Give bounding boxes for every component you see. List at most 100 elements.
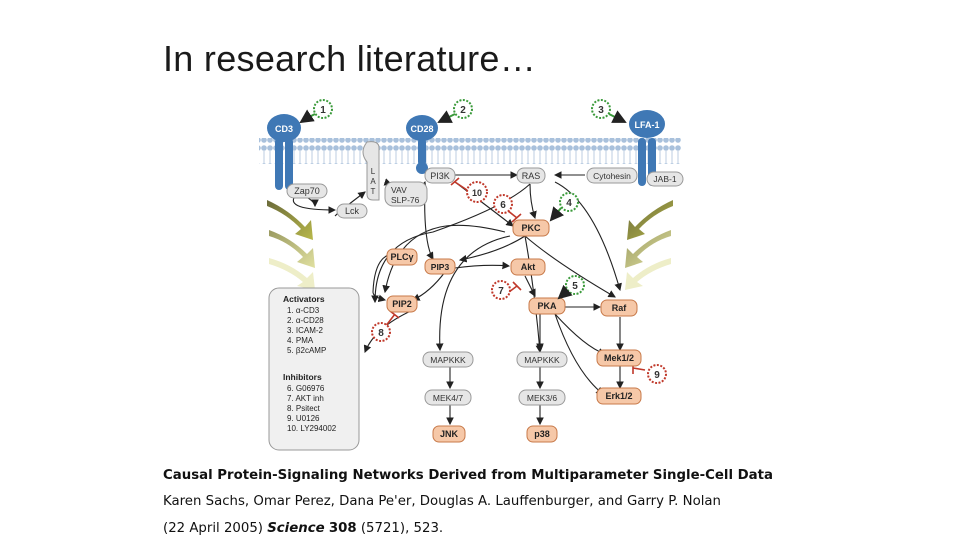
svg-text:2: 2 [460, 105, 466, 116]
svg-text:SLP-76: SLP-76 [391, 195, 420, 205]
svg-text:9. U0126: 9. U0126 [287, 414, 320, 423]
node-mek47: MEK4/7 [424, 389, 472, 406]
inhibitor-marker-10: 10 [466, 181, 488, 203]
svg-text:MEK4/7: MEK4/7 [433, 393, 464, 403]
svg-text:10. LY294002: 10. LY294002 [287, 424, 337, 433]
signaling-network-diagram: CD3 CD28 LFA-1 1 2 3 [259, 99, 684, 451]
svg-text:4: 4 [566, 198, 572, 209]
legend-inhibitors-title: Inhibitors [283, 372, 322, 382]
node-zap70: Zap70 [286, 183, 328, 199]
lfa1-label: LFA-1 [634, 120, 659, 130]
svg-text:RAS: RAS [522, 171, 541, 181]
citation-reference: (22 April 2005) Science 308 (5721), 523. [163, 521, 443, 536]
activator-marker-5: 5 [557, 275, 585, 300]
svg-text:A: A [370, 177, 376, 186]
signal-flow-arrows-left [267, 200, 315, 290]
svg-text:1. α-CD3: 1. α-CD3 [287, 306, 320, 315]
svg-text:Erk1/2: Erk1/2 [605, 391, 632, 401]
svg-text:Zap70: Zap70 [294, 186, 320, 196]
inhibitor-marker-8: 8 [371, 322, 391, 342]
svg-text:8. Psitect: 8. Psitect [287, 404, 321, 413]
cd3-label: CD3 [275, 124, 293, 134]
cd28-label: CD28 [410, 124, 433, 134]
node-mapkkk-1: MAPKKK [422, 351, 474, 368]
node-mapkkk-2: MAPKKK [516, 351, 568, 368]
svg-text:3: 3 [598, 105, 604, 116]
svg-text:1: 1 [320, 105, 326, 116]
node-mek12: Mek1/2 [596, 349, 642, 367]
svg-text:6. G06976: 6. G06976 [287, 384, 325, 393]
svg-text:3. ICAM-2: 3. ICAM-2 [287, 326, 324, 335]
cell-membrane [259, 138, 681, 164]
svg-text:Akt: Akt [521, 262, 536, 272]
legend-activators-title: Activators [283, 294, 325, 304]
citation-volume: 308 [328, 521, 357, 536]
citation-pages: (5721), 523. [356, 521, 444, 536]
citation-authors: Karen Sachs, Omar Perez, Dana Pe'er, Dou… [163, 494, 721, 509]
node-raf: Raf [600, 299, 638, 317]
svg-text:PI3K: PI3K [430, 171, 450, 181]
inhibition-edges [384, 177, 646, 374]
svg-text:MEK3/6: MEK3/6 [527, 393, 558, 403]
svg-text:PLCγ: PLCγ [390, 252, 413, 262]
citation-date: (22 April 2005) [163, 521, 268, 536]
cd28-receptor: CD28 [406, 115, 438, 174]
stimulus-marker-2: 2 [437, 99, 473, 123]
svg-text:JAB-1: JAB-1 [653, 174, 676, 184]
svg-text:5. β2cAMP: 5. β2cAMP [287, 346, 326, 355]
node-jab1: JAB-1 [646, 171, 684, 187]
svg-text:10: 10 [472, 188, 482, 198]
svg-text:4. PMA: 4. PMA [287, 336, 314, 345]
node-plcg: PLCγ [386, 248, 418, 266]
node-jnk: JNK [432, 425, 466, 443]
legend-box: Activators 1. α-CD3 2. α-CD28 3. ICAM-2 … [268, 287, 360, 451]
svg-text:MAPKKK: MAPKKK [524, 355, 560, 365]
node-vav-slp76: VAV SLP-76 [384, 181, 428, 207]
citation-title: Causal Protein-Signaling Networks Derive… [163, 468, 773, 483]
node-ras: RAS [516, 167, 546, 184]
svg-text:Lck: Lck [345, 206, 360, 216]
svg-text:PKC: PKC [521, 223, 541, 233]
svg-text:PIP3: PIP3 [431, 262, 450, 272]
node-mek36: MEK3/6 [518, 389, 566, 406]
node-pka: PKA [528, 297, 566, 315]
svg-text:Raf: Raf [612, 303, 628, 313]
svg-text:6: 6 [500, 200, 506, 211]
node-lck: Lck [336, 203, 368, 219]
svg-text:9: 9 [654, 370, 660, 381]
slide-title: In research literature… [163, 38, 537, 79]
svg-text:T: T [371, 187, 376, 196]
inhibitor-marker-6: 6 [493, 194, 513, 214]
activator-marker-4: 4 [549, 192, 579, 222]
node-pip3: PIP3 [424, 258, 456, 275]
svg-text:MAPKKK: MAPKKK [430, 355, 466, 365]
svg-text:PKA: PKA [537, 301, 557, 311]
svg-text:JNK: JNK [440, 429, 459, 439]
inhibitor-marker-9: 9 [647, 364, 667, 384]
inhibitor-marker-7: 7 [491, 280, 511, 300]
node-pi3k: PI3K [424, 167, 456, 184]
node-p38: p38 [526, 425, 558, 443]
svg-text:Mek1/2: Mek1/2 [604, 353, 634, 363]
svg-text:VAV: VAV [391, 185, 407, 195]
node-pip2: PIP2 [386, 295, 418, 313]
node-erk12: Erk1/2 [596, 387, 642, 405]
svg-text:5: 5 [572, 281, 578, 292]
stimulus-marker-3: 3 [591, 99, 627, 123]
svg-text:L: L [371, 167, 376, 176]
node-akt: Akt [510, 258, 546, 276]
stimulus-marker-1: 1 [299, 99, 333, 124]
svg-text:8: 8 [378, 328, 384, 339]
citation-journal: Science [267, 521, 325, 536]
signal-flow-arrows-right [625, 200, 673, 290]
svg-text:p38: p38 [534, 429, 550, 439]
node-pkc: PKC [512, 219, 550, 237]
svg-text:Cytohesin: Cytohesin [593, 171, 631, 181]
node-cytohesin: Cytohesin [586, 167, 638, 184]
svg-text:PIP2: PIP2 [392, 299, 412, 309]
svg-text:7. AKT inh: 7. AKT inh [287, 394, 324, 403]
svg-text:2. α-CD28: 2. α-CD28 [287, 316, 324, 325]
cd3-receptor: CD3 [267, 114, 301, 190]
svg-text:7: 7 [498, 286, 504, 297]
node-lat: L A T [362, 141, 380, 201]
